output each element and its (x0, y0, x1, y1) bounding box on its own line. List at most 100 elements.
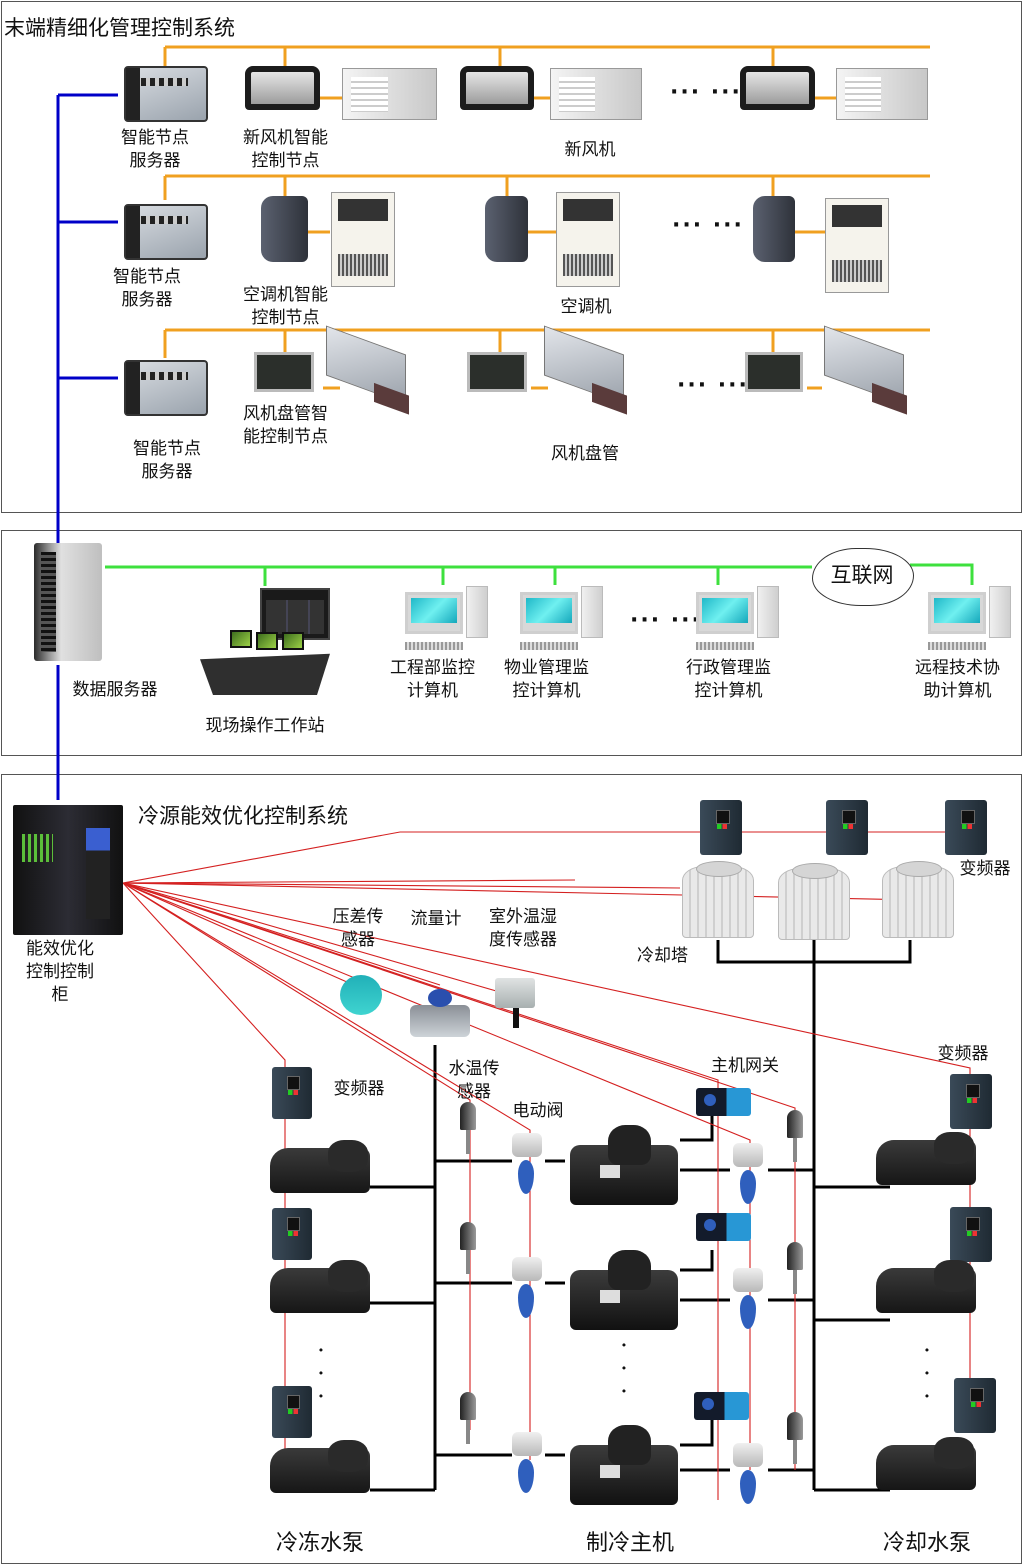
chiller-gateway-icon (694, 1392, 749, 1420)
pipes (370, 940, 912, 1492)
outdoor-sensor-icon (495, 978, 535, 1028)
console-monitor-icon (230, 630, 252, 648)
ellipsis: ··· ··· (672, 213, 744, 238)
chiller-label: 制冷主机 (585, 1531, 674, 1556)
wall-monitor-icon (260, 588, 330, 640)
device-label: 风机盘管 (551, 444, 619, 464)
server-label: 智能节点 服务器 (113, 267, 181, 310)
vfd-icon (272, 1067, 312, 1119)
butterfly-valve-icon (518, 1284, 534, 1318)
vfd-icon (700, 800, 742, 855)
lan-drops (263, 567, 720, 586)
cooling-system-title: 冷源能效优化控制系统 (138, 804, 348, 828)
cooling-system-panel (1, 774, 1022, 1564)
node-label: 风机盘管智 能控制节点 (243, 404, 328, 447)
keyboard-icon (696, 642, 754, 650)
console-monitor-icon (282, 632, 304, 650)
internet-cloud-icon (812, 548, 914, 606)
cooling-water-pump-icon (876, 1132, 976, 1185)
computer-label: 行政管理监 控计算机 (686, 658, 771, 701)
gateway-label: 主机网关 (711, 1056, 779, 1076)
bus-row-2 (163, 174, 930, 200)
butterfly-valve-icon (518, 1160, 534, 1194)
data-server-icon (34, 543, 102, 661)
vfd-icon (826, 800, 868, 855)
computer-tower-icon (466, 586, 488, 638)
keyboard-icon (928, 642, 986, 650)
ellipsis: ··· ··· (630, 608, 702, 633)
vfd-icon (945, 800, 987, 855)
modem-controller-icon (485, 196, 528, 262)
tower-header (716, 940, 912, 1490)
butterfly-valve-icon (740, 1295, 756, 1329)
modem-controller-icon (261, 196, 308, 262)
chiller-icon (570, 1125, 678, 1205)
control-cabinet-icon (13, 805, 123, 935)
vfd-icon (272, 1208, 312, 1260)
tablet-controller-icon (245, 66, 320, 110)
vfd-label: 变频器 (959, 859, 1011, 879)
backbone-lines (56, 93, 118, 800)
flow-meter-icon (410, 989, 470, 1037)
computer-monitor-icon (520, 592, 578, 634)
fresh-air-unit-icon (836, 68, 928, 120)
dp-sensor-icon (340, 975, 382, 1015)
modem-controller-icon (753, 196, 795, 262)
fresh-air-unit-icon (550, 68, 642, 120)
data-server-label: 数据服务器 (72, 680, 158, 700)
computer-label: 工程部监控 计算机 (390, 658, 475, 701)
vfd-label: 变频器 (333, 1079, 385, 1099)
chilled-pump-lines (370, 1185, 435, 1492)
vfd-icon (950, 1074, 992, 1129)
operator-console-icon (200, 653, 330, 695)
cooling-water-pump-icon (876, 1260, 976, 1313)
terminal-system-title: 末端精细化管理控制系统 (4, 16, 235, 40)
chilled-water-pump-icon (270, 1140, 370, 1193)
valve-actuator-icon (512, 1432, 542, 1456)
air-handler-icon (331, 192, 395, 287)
water-temp-sensor-icon (460, 1102, 476, 1154)
server-label: 智能节点 服务器 (133, 439, 201, 482)
chiller-icon (570, 1425, 678, 1505)
cabinet-label: 能效优化 控制控制 柜 (26, 939, 94, 1005)
vfd-icon (950, 1207, 992, 1262)
vfd-icon (272, 1386, 312, 1438)
cooling-tower-icon (778, 863, 850, 940)
keyboard-icon (520, 642, 578, 650)
node-label: 新风机智能 控制节点 (243, 128, 328, 171)
vfd-icon (954, 1378, 996, 1433)
ellipsis: ··· ··· (677, 373, 749, 398)
valve-label: 电动阀 (512, 1101, 564, 1121)
smart-node-server-icon (124, 66, 208, 122)
internet-label: 互联网 (830, 563, 894, 587)
cooling-pump-lines (814, 1185, 890, 1492)
butterfly-valve-icon (740, 1470, 756, 1504)
dp-sensor-label: 压差传 感器 (332, 907, 384, 950)
server-label: 智能节点 服务器 (121, 128, 189, 171)
computer-tower-icon (757, 586, 779, 638)
outdoor-sensor-label: 室外温湿 度传感器 (489, 907, 557, 950)
computer-tower-icon (989, 586, 1011, 638)
cooling-pump-label: 冷却水泵 (882, 1531, 971, 1556)
lan-main (105, 563, 974, 585)
smart-node-server-icon (124, 360, 208, 416)
vertical-ellipsis: · · · (621, 1336, 627, 1402)
circuit-board-icon (254, 352, 314, 392)
keyboard-icon (405, 642, 463, 650)
chilled-water-pump-icon (270, 1440, 370, 1493)
water-temp-sensor-icon (460, 1392, 476, 1444)
water-temp-sensor-icon (787, 1110, 803, 1162)
vfd-label: 变频器 (937, 1044, 989, 1064)
chiller-gateway-icon (696, 1088, 751, 1116)
gateway-links (680, 1108, 714, 1447)
evap-lines (435, 1159, 565, 1457)
computer-monitor-icon (696, 592, 754, 634)
fresh-air-unit-icon (342, 68, 437, 120)
circuit-board-icon (467, 352, 527, 392)
water-temp-sensor-icon (460, 1222, 476, 1274)
water-temp-sensor-icon (787, 1242, 803, 1294)
chilled-pump-label: 冷冻水泵 (275, 1531, 364, 1556)
cond-lines (680, 1168, 814, 1472)
signal-lines (122, 831, 971, 1500)
valve-actuator-icon (733, 1268, 763, 1292)
